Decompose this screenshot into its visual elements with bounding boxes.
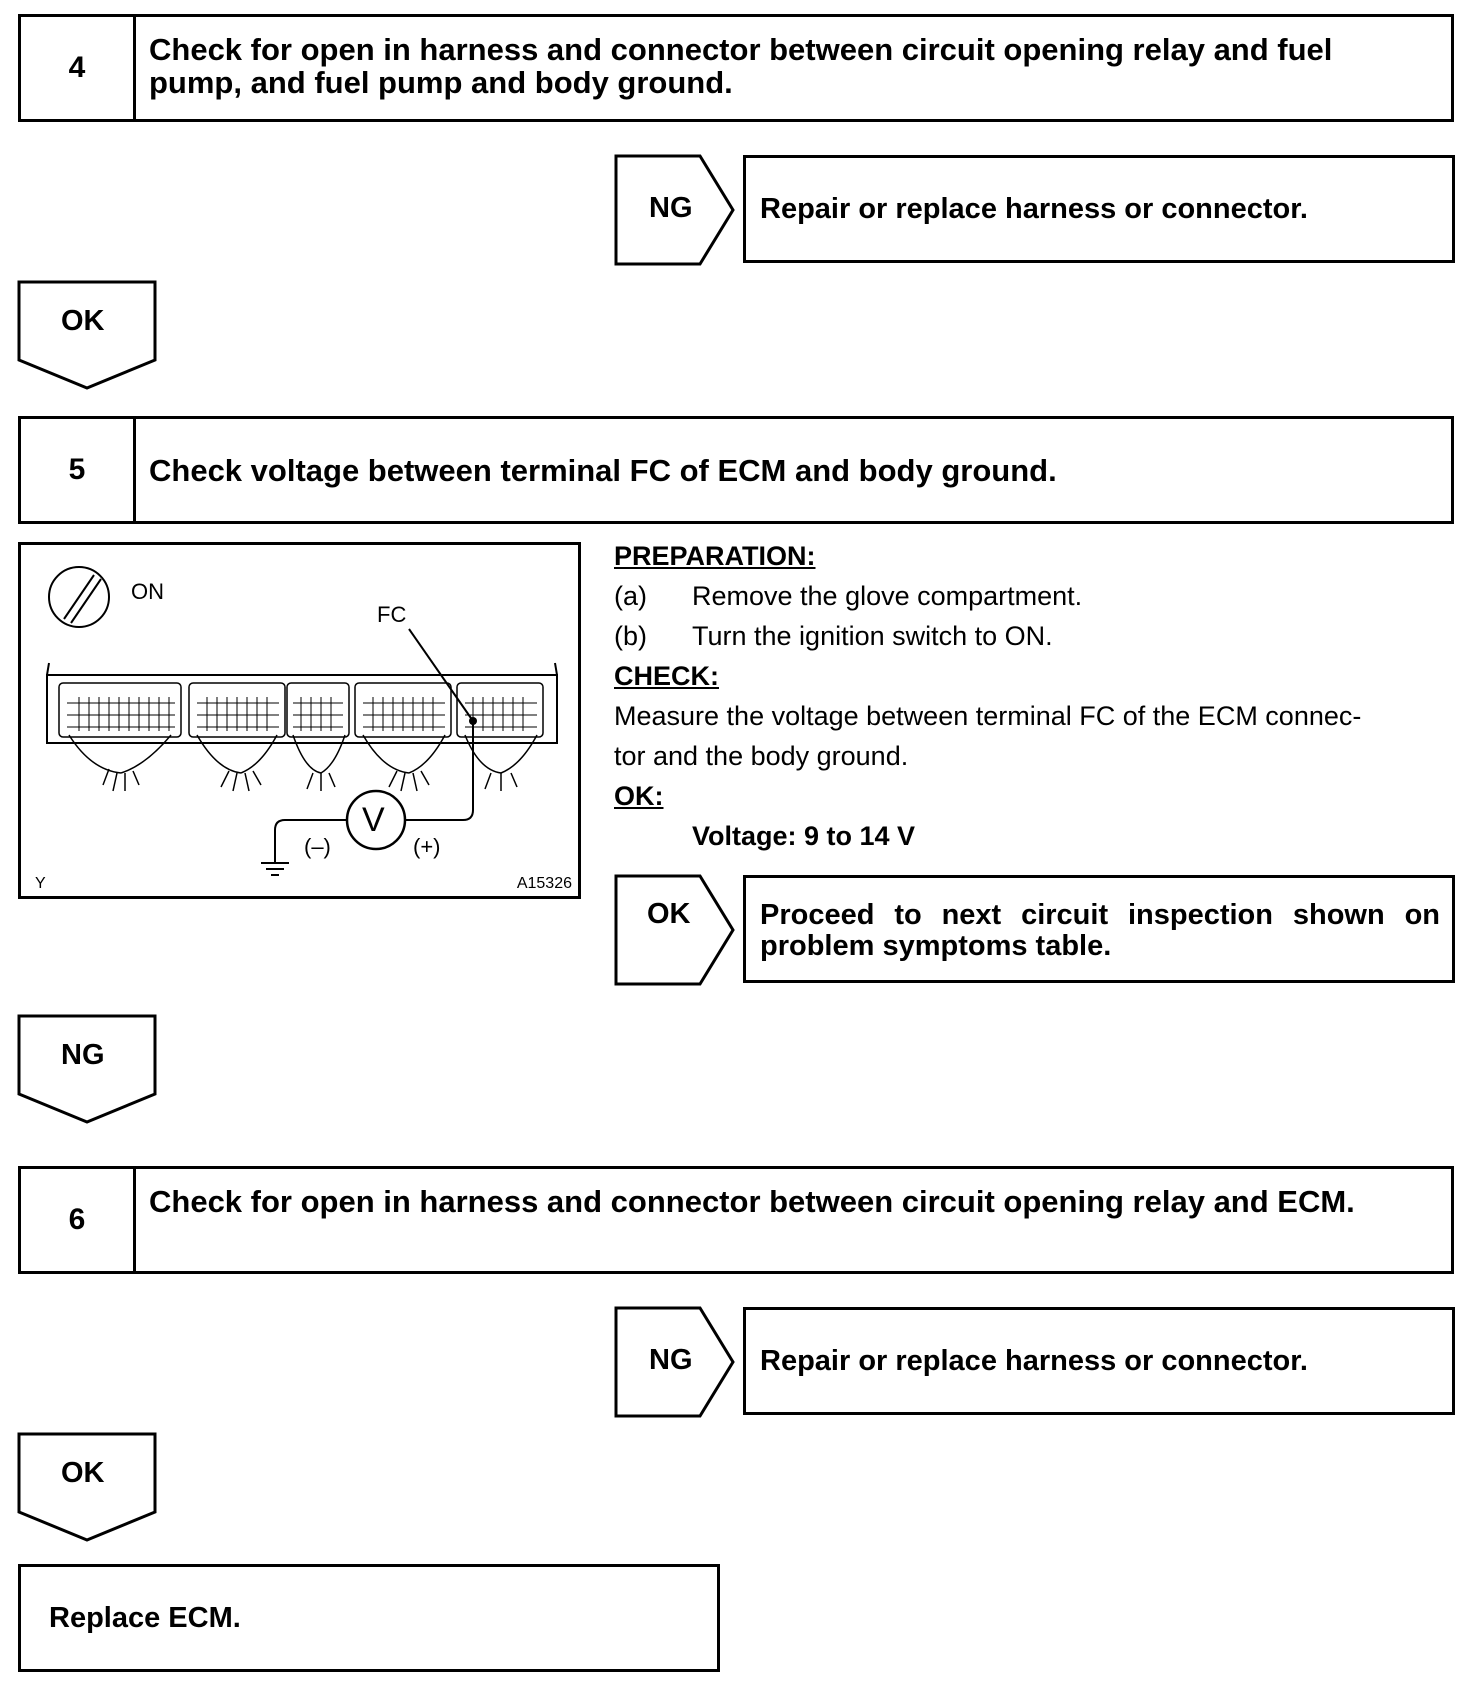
ok-down-arrow-icon — [17, 1432, 157, 1542]
prep-step-a: (a) Remove the glove compartment. — [614, 576, 1464, 616]
ng-label: NG — [61, 1039, 105, 1071]
step-5-box: 5 Check voltage between terminal FC of E… — [18, 416, 1454, 524]
voltmeter-symbol: V — [362, 801, 385, 839]
ng-label: NG — [649, 1344, 693, 1376]
minus-probe-label: (–) — [304, 834, 331, 859]
prep-step-label: (b) — [614, 621, 647, 651]
preparation-header: PREPARATION: — [614, 541, 816, 571]
figure-corner-code: Y — [35, 875, 46, 892]
ok-arrow-icon — [614, 874, 735, 986]
prep-step-label: (a) — [614, 581, 647, 611]
ok-criteria-header: OK: — [614, 781, 664, 811]
prep-step-text: Remove the glove compartment. — [692, 581, 1083, 611]
ng-arrow-icon — [614, 154, 735, 266]
step-title: Check for open in harness and connector … — [149, 32, 1333, 100]
step-number: 5 — [21, 419, 136, 521]
final-action-text: Replace ECM. — [49, 1601, 241, 1634]
prep-step-text: Turn the ignition switch to ON. — [692, 621, 1053, 651]
ok-criteria-value: Voltage: 9 to 14 V — [692, 821, 916, 851]
ok-label: OK — [61, 305, 105, 337]
figure-code: A15326 — [516, 875, 572, 892]
ng-arrow-icon — [614, 1306, 735, 1418]
ng-result-text: Repair or replace harness or connector. — [760, 192, 1308, 225]
ok-down-arrow-icon — [17, 280, 157, 390]
ng-label: NG — [649, 192, 693, 224]
step-number: 4 — [21, 17, 136, 119]
ok-result-box: Proceed to next circuit inspection shown… — [743, 875, 1455, 983]
check-header: CHECK: — [614, 661, 719, 691]
ok-result-text: Proceed to next circuit inspection shown… — [760, 899, 1440, 962]
ecm-connector-diagram — [46, 566, 558, 876]
inspection-instructions: PREPARATION: (a) Remove the glove compar… — [614, 536, 1464, 856]
switch-on-label: ON — [131, 579, 164, 604]
check-text-line: Measure the voltage between terminal FC … — [614, 701, 1362, 731]
fc-terminal-label: FC — [377, 602, 407, 627]
ecm-connector-figure: ON FC V (–) (+) Y A15326 — [18, 542, 581, 899]
plus-probe-label: (+) — [413, 834, 441, 859]
ng-result-text: Repair or replace harness or connector. — [760, 1344, 1308, 1377]
ng-result-box: Repair or replace harness or connector. — [743, 1307, 1455, 1415]
ng-down-arrow-icon — [17, 1014, 157, 1124]
final-action-box: Replace ECM. — [18, 1564, 720, 1672]
check-text-line: tor and the body ground. — [614, 741, 909, 771]
prep-step-b: (b) Turn the ignition switch to ON. — [614, 616, 1464, 656]
ok-label: OK — [61, 1457, 105, 1489]
step-6-box: 6 Check for open in harness and connecto… — [18, 1166, 1454, 1274]
step-4-box: 4 Check for open in harness and connecto… — [18, 14, 1454, 122]
step-number: 6 — [21, 1169, 136, 1271]
step-title: Check for open in harness and connector … — [149, 1184, 1355, 1219]
step-title: Check voltage between terminal FC of ECM… — [149, 452, 1057, 488]
ng-result-box: Repair or replace harness or connector. — [743, 155, 1455, 263]
ok-label: OK — [647, 898, 691, 930]
